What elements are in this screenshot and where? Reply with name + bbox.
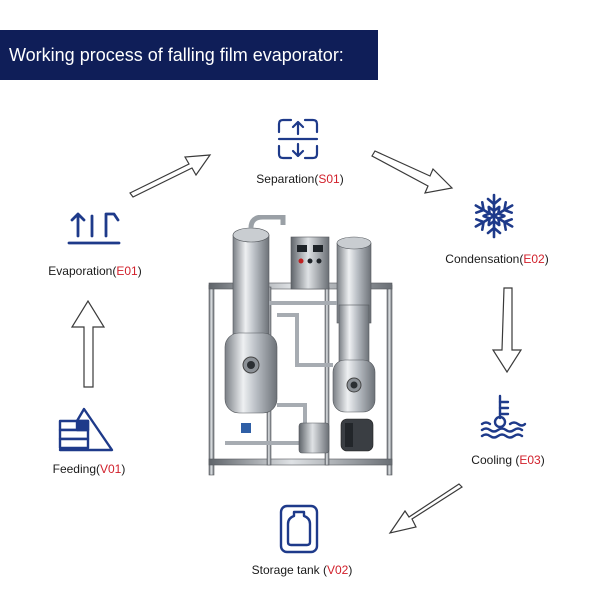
- step-label-storage: Storage tank (V02): [251, 563, 353, 577]
- flow-arrow-feeding-to-evaporation: [70, 299, 106, 388]
- flow-arrow-condensation-to-cooling: [491, 287, 523, 374]
- flow-arrow-cooling-to-storage: [388, 483, 463, 534]
- feeding-icon: [58, 407, 114, 452]
- flow-arrow-evaporation-to-separation: [129, 154, 212, 198]
- evaporation-icon: [67, 212, 121, 245]
- thermometer-water-icon: [480, 394, 527, 439]
- snowflake-icon: [471, 193, 517, 239]
- storage-tank-icon: [279, 504, 319, 554]
- step-label-separation: Separation(S01): [256, 172, 344, 186]
- step-label-evaporation: Evaporation(E01): [48, 264, 142, 278]
- page-title: Working process of falling film evaporat…: [0, 30, 378, 80]
- step-label-feeding: Feeding(V01): [52, 462, 126, 476]
- step-label-cooling: Cooling (E03): [471, 453, 545, 467]
- evaporator-machine-image: [208, 215, 393, 476]
- flow-arrow-separation-to-condensation: [371, 150, 454, 194]
- step-label-condensation: Condensation(E02): [445, 252, 549, 266]
- separation-icon: [277, 118, 319, 160]
